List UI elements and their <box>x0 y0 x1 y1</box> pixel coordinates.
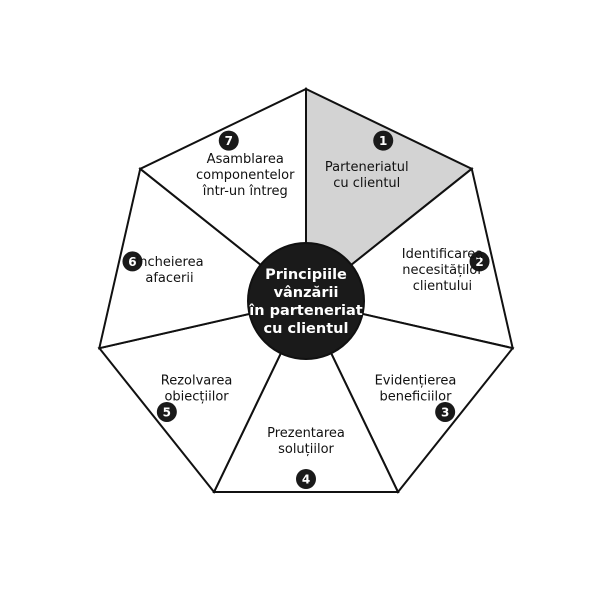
segment-label-5-line-2: obiecțiilor <box>164 389 229 404</box>
number-badge-4 <box>296 469 316 489</box>
segment-label-3-line-1: Evidențierea <box>375 373 457 388</box>
segment-label-6-line-2: afacerii <box>145 271 193 286</box>
segment-label-7-line-1: Asamblarea <box>207 152 284 167</box>
number-label-1: 1 <box>379 134 387 148</box>
segment-label-3-line-2: beneficiilor <box>379 389 452 404</box>
number-badge-7 <box>218 130 239 151</box>
segment-label-7-line-2: componentelor <box>196 168 295 183</box>
segment-label-2-line-2: necesităților <box>402 263 483 278</box>
center-title-line-3: în parteneriat <box>248 303 362 319</box>
number-badge-2 <box>469 251 490 272</box>
center-title-line-2: vânzării <box>274 285 339 301</box>
segment-label-1-line-1: Parteneriatul <box>325 160 409 175</box>
number-badge-1 <box>373 130 394 151</box>
segment-label-1-line-2: cu clientul <box>333 176 400 191</box>
center-hub: Principiile vânzării în parteneriat cu clie… <box>247 242 365 360</box>
segment-label-4-line-1: Prezentarea <box>267 426 345 441</box>
number-label-6: 6 <box>128 255 136 269</box>
segment-label-4-line-2: soluțiilor <box>278 442 334 457</box>
segment-wedge-7 <box>138 87 307 304</box>
number-label-2: 2 <box>475 255 483 269</box>
number-label-4: 4 <box>302 473 310 487</box>
number-badge-5 <box>156 401 177 422</box>
segment-label-6-line-1: Încheierea <box>134 254 203 270</box>
segment-label-2-line-3: clientului <box>413 279 472 294</box>
number-label-3: 3 <box>441 405 449 419</box>
number-label-7: 7 <box>225 134 233 148</box>
center-circle <box>247 242 365 360</box>
number-badge-6 <box>122 251 143 272</box>
center-title-line-1: Principiile <box>265 267 347 283</box>
number-label-5: 5 <box>163 405 171 419</box>
center-title-line-4: cu clientul <box>264 321 349 337</box>
segment-label-2-line-1: Identificarea <box>402 247 483 262</box>
segment-label-7-line-3: într-un întreg <box>202 184 288 199</box>
number-badge-3 <box>435 401 456 422</box>
segment-label-5-line-1: Rezolvarea <box>161 373 233 388</box>
